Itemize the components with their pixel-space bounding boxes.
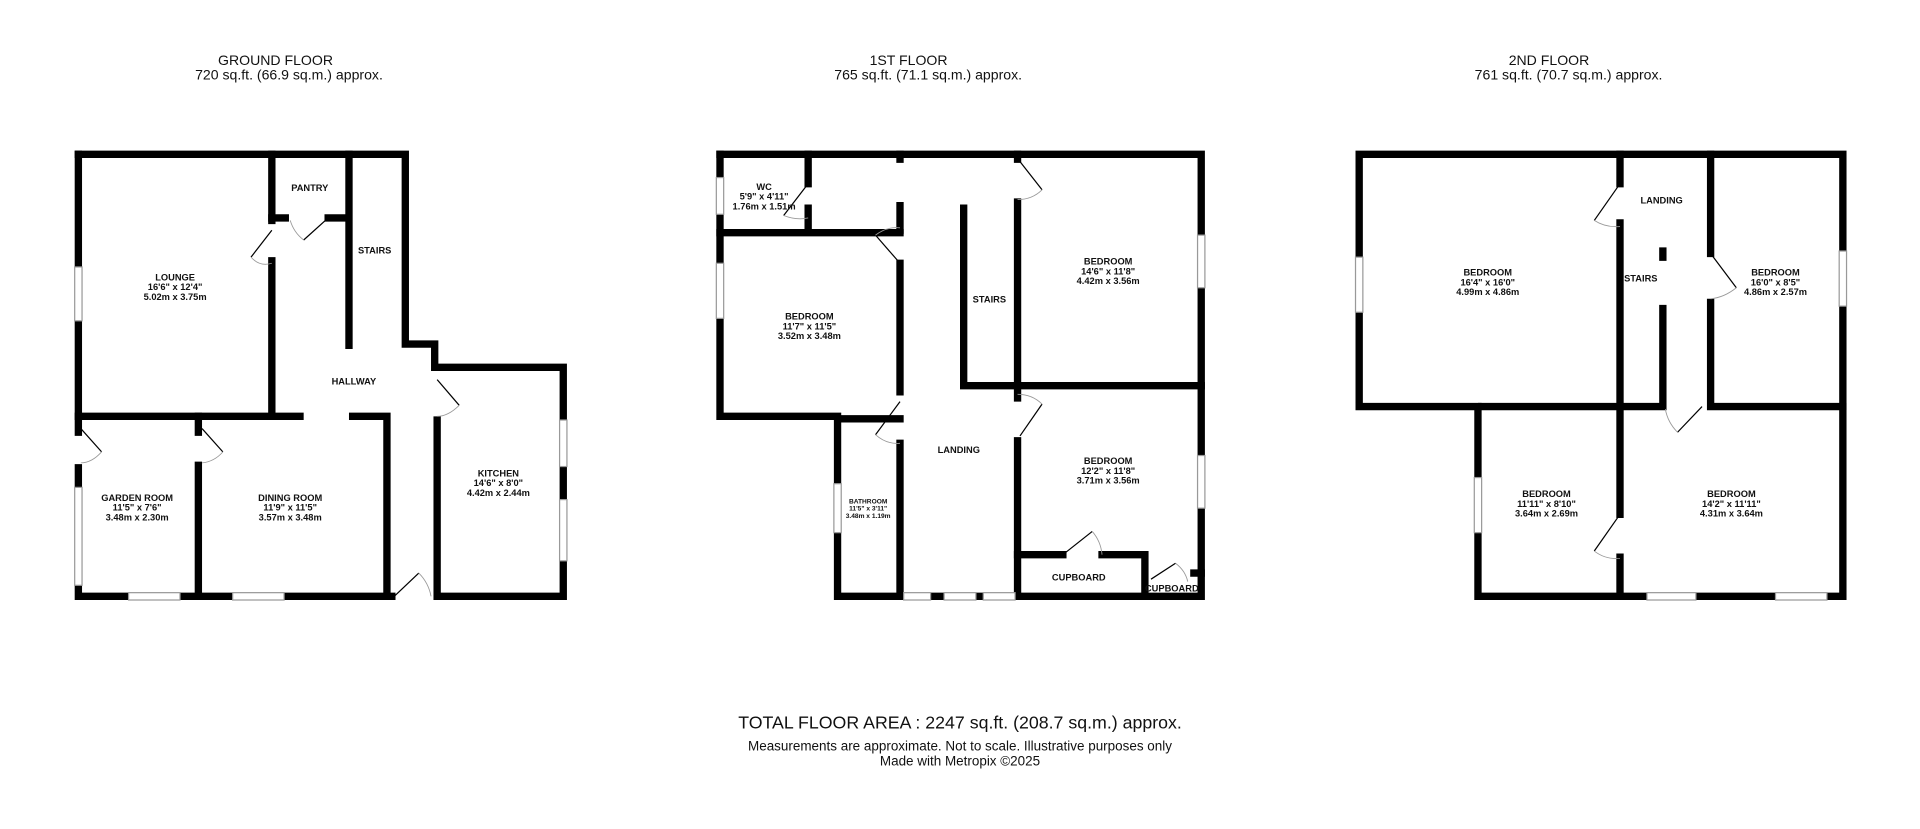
floor-title: 2ND FLOOR bbox=[1509, 52, 1590, 68]
room-kitchen: KITCHEN 14'6" x 8'0" 4.42m x 2.44m bbox=[467, 468, 530, 498]
room-stairs: STAIRS bbox=[358, 245, 391, 255]
room-garden-room: GARDEN ROOM 11'5" x 7'6" 3.48m x 2.30m bbox=[101, 493, 173, 523]
svg-text:4.42m x 3.56m: 4.42m x 3.56m bbox=[1077, 276, 1140, 286]
doors bbox=[80, 217, 460, 597]
svg-text:BEDROOM: BEDROOM bbox=[1084, 456, 1133, 466]
room-bedroom: BEDROOM 16'4" x 16'0" 4.99m x 4.86m bbox=[1456, 268, 1519, 298]
room-bedroom: BEDROOM 11'11" x 8'10" 3.64m x 2.69m bbox=[1515, 489, 1578, 519]
svg-text:BEDROOM: BEDROOM bbox=[1522, 489, 1571, 499]
walls bbox=[74, 150, 567, 601]
svg-text:16'0" x 8'5": 16'0" x 8'5" bbox=[1751, 277, 1800, 287]
svg-text:3.64m x 2.69m: 3.64m x 2.69m bbox=[1515, 509, 1578, 519]
svg-text:11'5" x 3'11": 11'5" x 3'11" bbox=[849, 506, 887, 513]
room-bathroom: BATHROOM 11'5" x 3'11" 3.48m x 1.19m bbox=[846, 498, 891, 520]
svg-text:3.71m x 3.56m: 3.71m x 3.56m bbox=[1077, 476, 1140, 486]
svg-text:BEDROOM: BEDROOM bbox=[1707, 489, 1756, 499]
svg-text:3.48m x 2.30m: 3.48m x 2.30m bbox=[106, 512, 169, 522]
svg-text:GARDEN ROOM: GARDEN ROOM bbox=[101, 493, 173, 503]
floor-title: 1ST FLOOR bbox=[870, 52, 948, 68]
svg-text:3.48m x 1.19m: 3.48m x 1.19m bbox=[846, 513, 891, 520]
svg-text:BEDROOM: BEDROOM bbox=[1463, 268, 1512, 278]
svg-text:11'7" x 11'5": 11'7" x 11'5" bbox=[783, 321, 837, 331]
svg-text:4.42m x 2.44m: 4.42m x 2.44m bbox=[467, 488, 530, 498]
room-landing: LANDING bbox=[1640, 195, 1682, 205]
room-lounge: LOUNGE 16'6" x 12'4" 5.02m x 3.75m bbox=[144, 272, 207, 302]
svg-text:KITCHEN: KITCHEN bbox=[478, 468, 520, 478]
windows bbox=[1354, 250, 1848, 601]
room-bedroom: BEDROOM 14'2" x 11'11" 4.31m x 3.64m bbox=[1700, 489, 1763, 519]
windows bbox=[715, 176, 1206, 601]
room-hallway: HALLWAY bbox=[332, 377, 377, 387]
disclaimer: Measurements are approximate. Not to sca… bbox=[748, 739, 1172, 754]
svg-text:BATHROOM: BATHROOM bbox=[849, 498, 888, 505]
room-bedroom: BEDROOM 14'6" x 11'8" 4.42m x 3.56m bbox=[1077, 257, 1140, 287]
walls bbox=[1355, 150, 1847, 601]
room-stairs: STAIRS bbox=[1624, 274, 1657, 284]
room-landing: LANDING bbox=[938, 445, 980, 455]
svg-text:14'6" x 8'0": 14'6" x 8'0" bbox=[474, 478, 523, 488]
svg-text:4.31m x 3.64m: 4.31m x 3.64m bbox=[1700, 509, 1763, 519]
floor-area: 720 sq.ft. (66.9 sq.m.) approx. bbox=[195, 67, 383, 83]
svg-text:3.52m x 3.48m: 3.52m x 3.48m bbox=[778, 331, 841, 341]
svg-text:5'9" x 4'11": 5'9" x 4'11" bbox=[740, 192, 789, 202]
svg-text:BEDROOM: BEDROOM bbox=[1751, 268, 1800, 278]
walls bbox=[716, 150, 1205, 601]
second-floor: 2ND FLOOR 761 sq.ft. (70.7 sq.m.) approx… bbox=[1354, 52, 1848, 601]
floor-title: GROUND FLOOR bbox=[218, 52, 333, 68]
room-bedroom: BEDROOM 12'2" x 11'8" 3.71m x 3.56m bbox=[1077, 456, 1140, 486]
svg-text:3.57m x 3.48m: 3.57m x 3.48m bbox=[259, 512, 322, 522]
svg-text:LOUNGE: LOUNGE bbox=[155, 272, 195, 282]
svg-text:1.76m x 1.51m: 1.76m x 1.51m bbox=[733, 201, 796, 211]
svg-text:12'2" x 11'8": 12'2" x 11'8" bbox=[1081, 466, 1135, 476]
room-stairs: STAIRS bbox=[973, 294, 1006, 304]
svg-text:11'11" x 8'10": 11'11" x 8'10" bbox=[1517, 499, 1576, 509]
doors bbox=[1593, 183, 1737, 559]
room-wc: WC 5'9" x 4'11" 1.76m x 1.51m bbox=[733, 182, 796, 212]
svg-text:BEDROOM: BEDROOM bbox=[1084, 257, 1133, 267]
svg-text:4.86m x 2.57m: 4.86m x 2.57m bbox=[1744, 287, 1807, 297]
room-pantry: PANTRY bbox=[291, 183, 329, 193]
floor-area: 765 sq.ft. (71.1 sq.m.) approx. bbox=[834, 67, 1022, 83]
room-dining-room: DINING ROOM 11'9" x 11'5" 3.57m x 3.48m bbox=[258, 493, 322, 523]
svg-text:16'4" x 16'0": 16'4" x 16'0" bbox=[1460, 277, 1515, 287]
svg-text:11'5" x 7'6": 11'5" x 7'6" bbox=[113, 503, 162, 513]
total-floor-area: TOTAL FLOOR AREA : 2247 sq.ft. (208.7 sq… bbox=[738, 713, 1182, 733]
room-bedroom: BEDROOM 16'0" x 8'5" 4.86m x 2.57m bbox=[1744, 268, 1807, 298]
ground-floor: GROUND FLOOR 720 sq.ft. (66.9 sq.m.) app… bbox=[74, 52, 568, 601]
credit: Made with Metropix ©2025 bbox=[880, 753, 1040, 768]
windows bbox=[74, 266, 568, 601]
svg-text:WC: WC bbox=[756, 182, 772, 192]
svg-text:16'6" x 12'4": 16'6" x 12'4" bbox=[148, 282, 203, 292]
svg-text:14'2" x 11'11": 14'2" x 11'11" bbox=[1702, 499, 1761, 509]
svg-text:DINING ROOM: DINING ROOM bbox=[258, 493, 322, 503]
room-cupboard: CUPBOARD bbox=[1145, 583, 1199, 593]
doors bbox=[783, 161, 1189, 582]
svg-text:5.02m x 3.75m: 5.02m x 3.75m bbox=[144, 292, 207, 302]
floor-area: 761 sq.ft. (70.7 sq.m.) approx. bbox=[1475, 67, 1663, 83]
svg-text:11'9" x 11'5": 11'9" x 11'5" bbox=[263, 503, 317, 513]
room-bedroom: BEDROOM 11'7" x 11'5" 3.52m x 3.48m bbox=[778, 312, 841, 342]
first-floor: 1ST FLOOR 765 sq.ft. (71.1 sq.m.) approx… bbox=[715, 52, 1206, 601]
room-cupboard: CUPBOARD bbox=[1052, 572, 1106, 582]
svg-text:BEDROOM: BEDROOM bbox=[785, 312, 834, 322]
svg-text:14'6" x 11'8": 14'6" x 11'8" bbox=[1081, 266, 1135, 276]
footer: TOTAL FLOOR AREA : 2247 sq.ft. (208.7 sq… bbox=[738, 713, 1182, 769]
svg-text:4.99m x 4.86m: 4.99m x 4.86m bbox=[1456, 287, 1519, 297]
